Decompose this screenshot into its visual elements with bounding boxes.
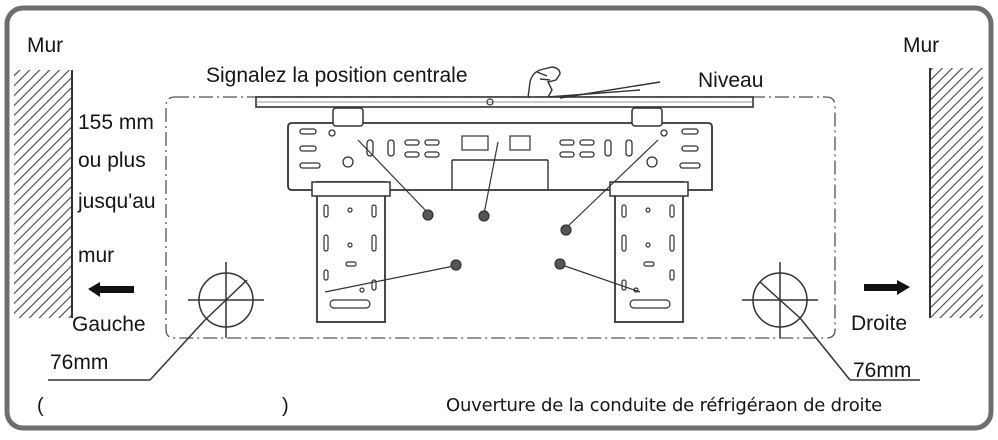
wall-right-label: Mur xyxy=(903,34,940,57)
arrow-left-icon xyxy=(88,282,134,297)
outer-frame xyxy=(4,5,994,431)
right-opening-caption: Ouverture de la conduite de réfrigéraon … xyxy=(446,395,883,416)
level-label: Niveau xyxy=(698,69,764,92)
unit-outline xyxy=(165,96,836,339)
right-pipe-hole xyxy=(742,262,920,381)
wall-left-label: Mur xyxy=(27,34,64,57)
right-wall xyxy=(930,68,983,318)
arrow-right-icon xyxy=(864,280,910,295)
left-label: Gauche xyxy=(72,313,146,336)
right-label: Droite xyxy=(851,312,908,335)
mounting-plate xyxy=(287,122,713,191)
clearance-line-2: ou plus xyxy=(78,149,146,172)
left-hole-size: 76mm xyxy=(50,351,109,374)
clearance-line-1: 155 mm xyxy=(78,111,154,134)
hand-icon xyxy=(527,66,661,99)
clearance-line-3: jusqu'au xyxy=(78,190,156,213)
right-hole-size: 76mm xyxy=(853,359,912,382)
left-bracket xyxy=(311,181,391,323)
left-opening-paren-close: ) xyxy=(282,395,289,417)
left-wall xyxy=(14,70,72,318)
center-mark-label: Signalez la position centrale xyxy=(206,64,468,87)
screws xyxy=(324,139,659,293)
right-bracket xyxy=(609,181,689,323)
clearance-line-4: mur xyxy=(78,244,115,267)
left-opening-paren-open: ( xyxy=(37,395,44,417)
left-pipe-hole xyxy=(48,262,264,381)
